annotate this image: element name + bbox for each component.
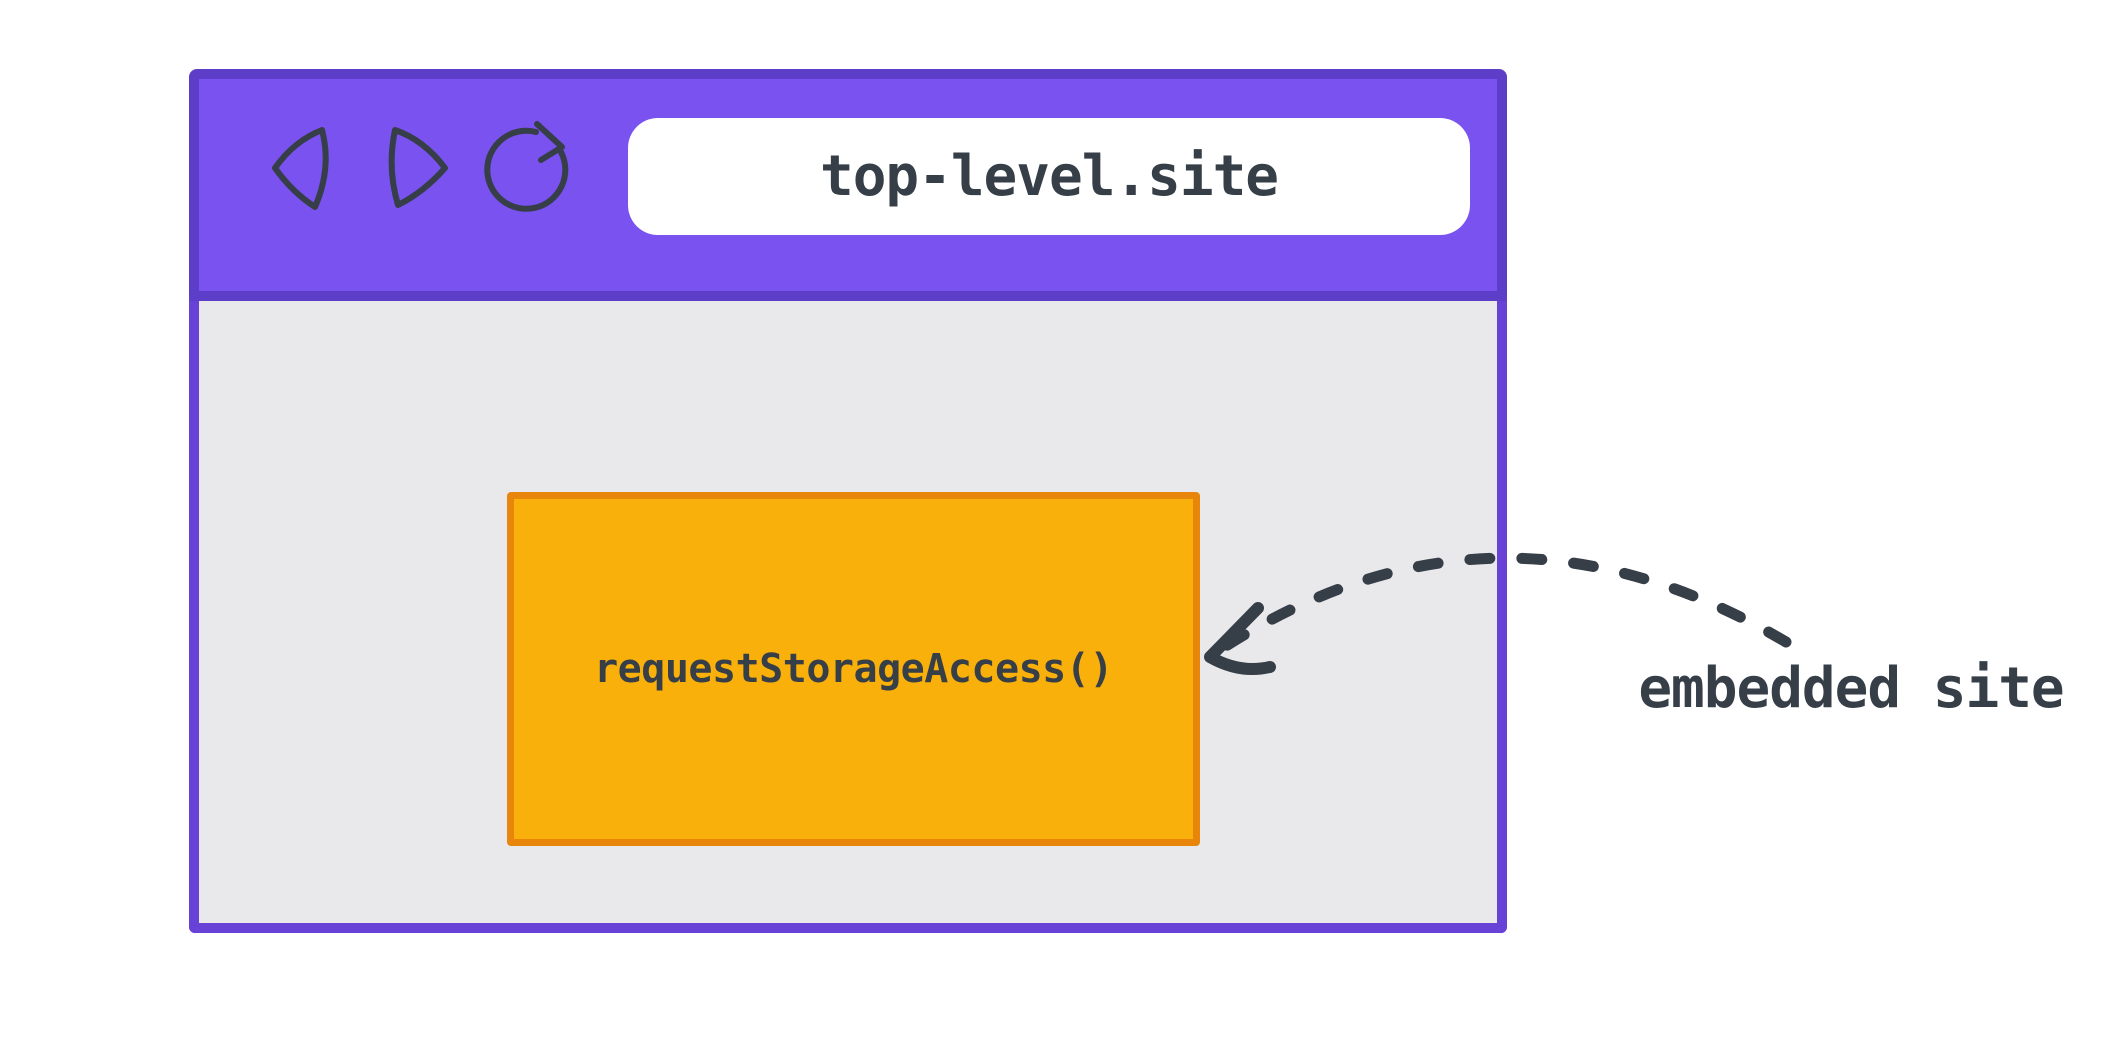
browser-toolbar: top-level.site bbox=[189, 69, 1507, 301]
dashed-curved-arrow bbox=[1204, 552, 1792, 675]
arrow-head bbox=[1204, 602, 1276, 675]
refresh-icon-arrowhead bbox=[534, 121, 565, 163]
back-icon[interactable] bbox=[272, 127, 329, 210]
back-icon-glyph bbox=[272, 127, 329, 210]
forward-icon-glyph bbox=[388, 127, 448, 208]
url-text: top-level.site bbox=[819, 144, 1279, 209]
forward-icon[interactable] bbox=[388, 127, 448, 208]
embedded-site-frame[interactable]: requestStorageAccess() bbox=[507, 492, 1200, 846]
embedded-frame-label: requestStorageAccess() bbox=[594, 646, 1113, 692]
url-bar[interactable]: top-level.site bbox=[628, 118, 1470, 235]
refresh-icon-arc bbox=[484, 127, 569, 212]
arrow-curve bbox=[1206, 552, 1792, 661]
refresh-icon[interactable] bbox=[484, 121, 569, 212]
annotation-label: embedded site bbox=[1638, 656, 2064, 721]
